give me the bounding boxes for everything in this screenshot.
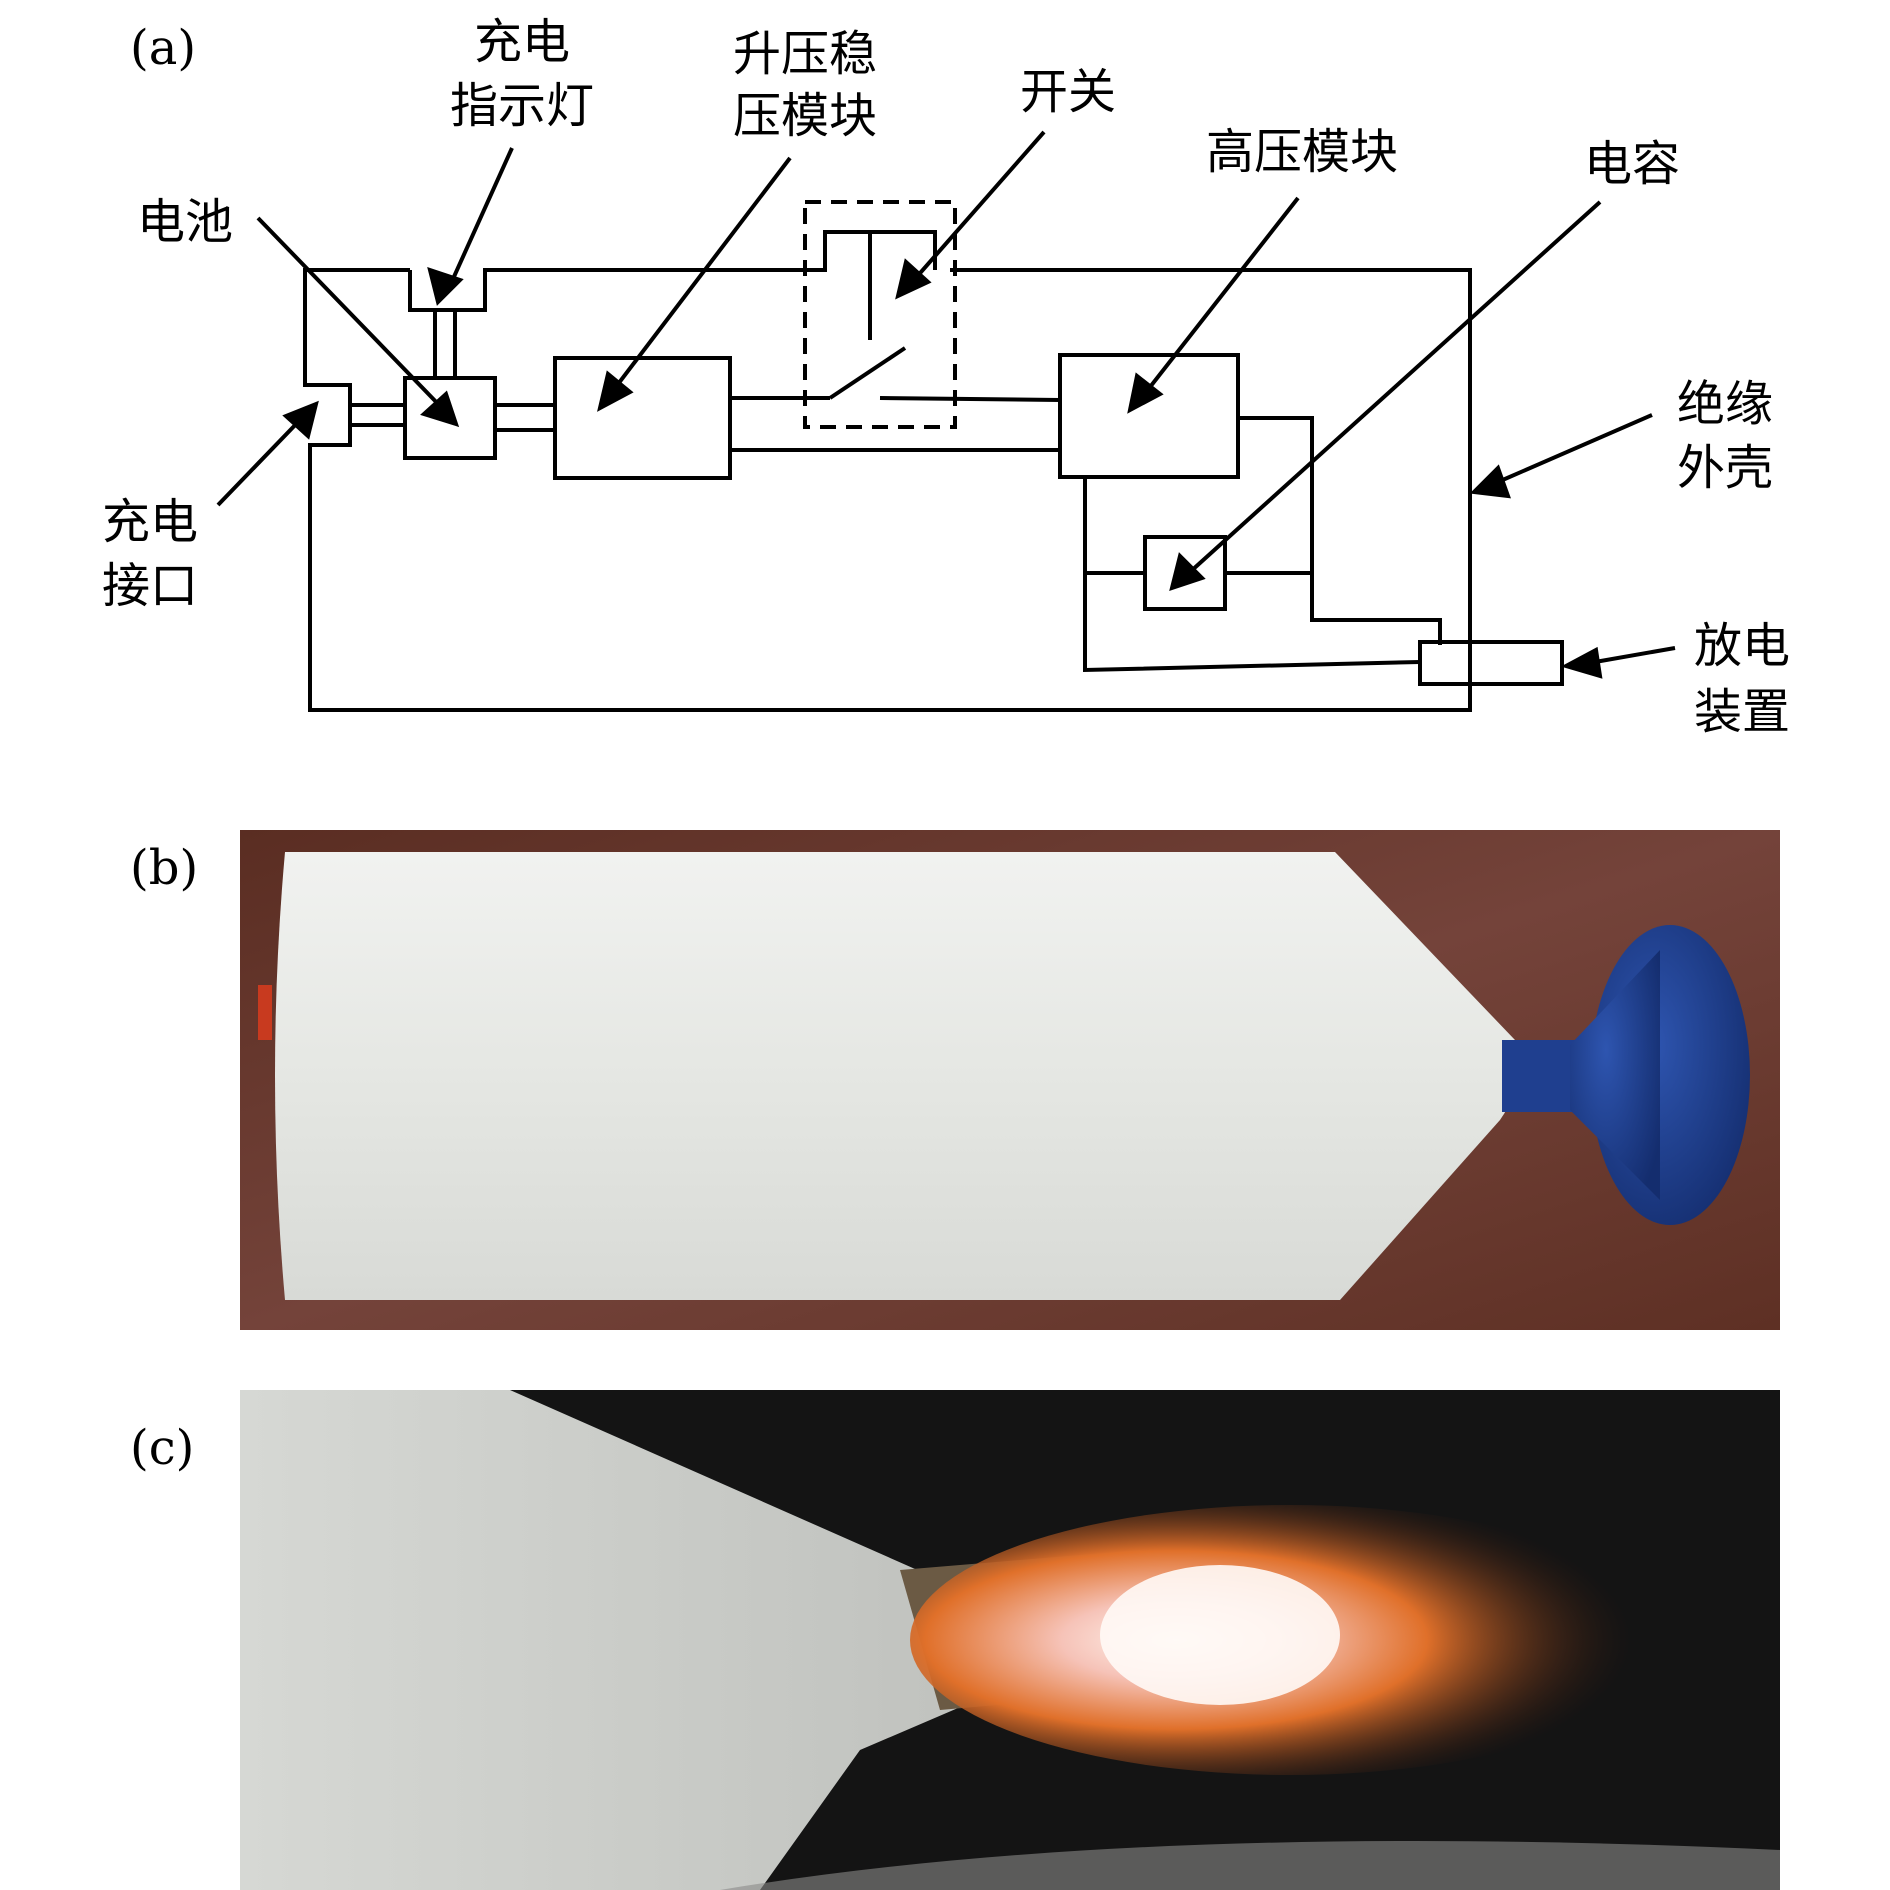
arrow-switch bbox=[912, 130, 1046, 282]
panel-label-c: (c) bbox=[130, 1420, 195, 1476]
label-boost-1: 升压稳 bbox=[733, 26, 877, 82]
port-wire bbox=[350, 403, 405, 427]
arrow-battery bbox=[256, 216, 444, 410]
circuit-diagram: 充电 指示灯 升压稳 压模块 开关 高压模块 电容 电池 充电 接口 绝缘 外壳… bbox=[102, 14, 1790, 740]
discharge-device-box bbox=[1418, 640, 1564, 686]
hv-cap-wire bbox=[1083, 477, 1421, 673]
label-battery: 电池 bbox=[137, 194, 233, 250]
hv-discharge-wire bbox=[1238, 416, 1442, 645]
device-body bbox=[275, 852, 1518, 1300]
panel-label-a: (a) bbox=[130, 20, 197, 76]
indicator-wire bbox=[433, 310, 457, 378]
arrow-charge-port bbox=[216, 418, 302, 507]
label-hv-module: 高压模块 bbox=[1206, 124, 1398, 180]
label-shell-1: 绝缘 bbox=[1677, 376, 1773, 432]
label-discharge-1: 放电 bbox=[1694, 618, 1790, 674]
label-charge-indicator-2: 指示灯 bbox=[450, 78, 594, 134]
label-boost-2: 压模块 bbox=[733, 88, 877, 144]
hv-module-box bbox=[1058, 353, 1240, 479]
switch-out-wire bbox=[879, 396, 1061, 402]
arrow-capacitor bbox=[1188, 200, 1602, 574]
arrow-charge-indicator bbox=[446, 147, 514, 291]
label-shell-2: 外壳 bbox=[1677, 440, 1773, 496]
label-capacitor: 电容 bbox=[1584, 136, 1680, 192]
top-wire bbox=[408, 230, 937, 312]
arrow-discharge bbox=[1594, 646, 1676, 664]
arrow-hv bbox=[1141, 196, 1300, 398]
arrow-shell bbox=[1497, 413, 1653, 484]
panel-label-b: (b) bbox=[130, 840, 199, 896]
label-discharge-2: 装置 bbox=[1694, 684, 1790, 740]
label-switch: 开关 bbox=[1020, 64, 1116, 120]
switch-dashed-region bbox=[803, 200, 957, 429]
outer-housing-line bbox=[303, 268, 1472, 712]
flame-photo bbox=[240, 1390, 1780, 1890]
label-charge-port-2: 接口 bbox=[102, 558, 198, 614]
battery-box bbox=[403, 376, 497, 460]
boost-module-box bbox=[553, 356, 732, 480]
switch-blade bbox=[828, 346, 907, 400]
label-charge-indicator-1: 充电 bbox=[474, 14, 570, 70]
capacitor-box bbox=[1143, 535, 1227, 611]
label-charge-port-1: 充电 bbox=[102, 494, 198, 550]
arrow-boost bbox=[610, 156, 792, 394]
device-body-closeup bbox=[240, 1390, 1000, 1890]
battery-boost-wire bbox=[495, 403, 555, 432]
device-photo bbox=[240, 830, 1780, 1330]
